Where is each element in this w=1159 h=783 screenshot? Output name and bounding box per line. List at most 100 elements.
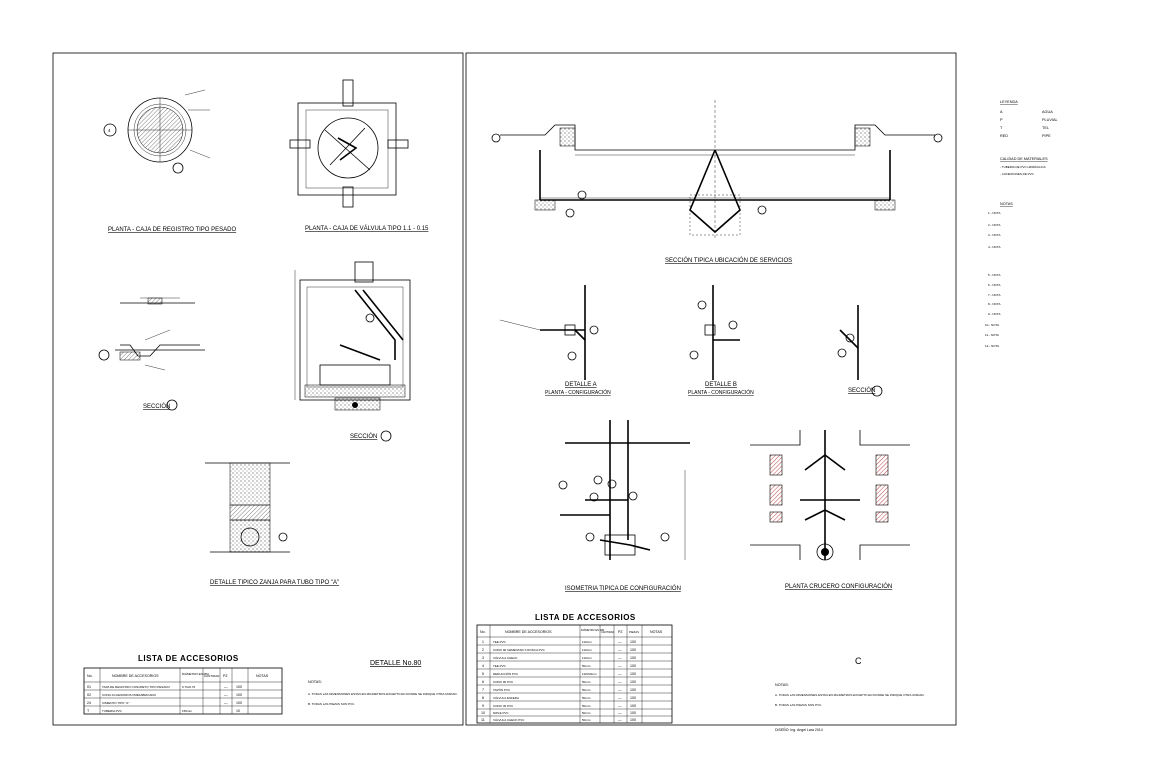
table-row: — [618,664,622,668]
legend-note: 9.- NOTA [988,312,1000,316]
table-row: 150mm [182,709,193,713]
table-row: — [618,672,622,676]
legend-note: 5.- NOTA [988,273,1000,277]
legend-row-value: AGUA [1042,110,1053,114]
detail-label: DETALLE No.80 [370,660,421,667]
right-accessories-table [476,624,673,724]
table-row: 10 [236,709,240,713]
section-a-title: SECCIÓN [350,433,377,440]
table-row: NIPLE PVC [493,711,510,715]
left-table-header: No. [87,674,93,678]
plan-cover-title: PLANTA - CAJA DE REGISTRO TIPO PESADO [108,227,236,233]
left-table-header: NOMBRE DE ACCESORIOS [112,674,159,678]
table-row: — [618,711,622,715]
detail-a-subtitle: PLANTA - CONFIGURACIÓN [545,389,611,396]
detail-b-subtitle: PLANTA - CONFIGURACIÓN [688,389,754,396]
credit-line: DISEÑO: Ing. Angel Lara 2014 [775,727,823,732]
right-accessories-title: LISTA DE ACCESORIOS [535,613,636,622]
right-table-header: NOTAS [650,630,663,634]
table-row: 100 [236,693,242,697]
legend-note: 7.- NOTA [988,293,1000,297]
legend-row-key: RED [1000,134,1008,138]
legend-row-key: P [1000,118,1003,122]
section-a-drawing [294,261,411,442]
table-row: 24 [87,701,91,705]
legend-notes-title: NOTAS [1000,202,1013,206]
table-row: — [618,640,622,644]
table-row: 100 [630,688,636,692]
table-row: CIMIENTO TIPO "A" [102,701,129,705]
table-row: 3 [482,656,484,660]
table-row: CODO 90 PVC [493,680,514,684]
table-row: VÁLVULA CHECK [493,656,517,660]
left-table-header: NOTAS [256,674,269,678]
table-row: 50mm [582,718,591,722]
table-row: 100 [630,680,636,684]
right-table-rows: 1 TEE PVC 110mm — 100 2 CODO 90 CEMENTAR… [481,640,636,722]
detail-a-title: DETALLE A [565,382,597,388]
left-table-header: CANTIDAD [204,674,220,678]
table-row: 110x50mm [582,672,597,676]
table-row: 100 [630,672,636,676]
table-row: 110mm [582,656,592,660]
table-row: — [224,685,228,689]
table-row: — [618,680,622,684]
table-row: CODO 90 CEMENTAR X ROSCA PVC [493,648,546,652]
plan-piping-title: PLANTA CRUCERO CONFIGURACIÓN [785,583,892,590]
table-row: — [618,648,622,652]
table-row: 100 [630,704,636,708]
table-row: VÁLVULA CHECK PVC [493,718,525,722]
left-accessories-title: LISTA DE ACCESORIOS [138,654,239,663]
plan-hydrant-title: PLANTA - CAJA DE VÁLVULA TIPO 1.1 - 0.15 [305,225,429,232]
table-row: 100 [630,696,636,700]
legend-row-value: TEL [1042,126,1049,130]
legend-note: 10.- NOTA [985,323,999,327]
table-row: 0.70x0.70 [182,685,196,689]
table-row: T [87,709,90,713]
materials-item: - TUBERIA DE PVC HIDRÁULICA [1000,165,1046,169]
table-row: CONO ACCESORIOS PREFABRICADO [102,693,157,697]
legend-note: 3.- NOTA [988,233,1000,237]
table-row: 100 [630,711,636,715]
table-row: 50mm [582,664,591,668]
legend-note: 1.- NOTA [988,211,1000,215]
legend-row-key: T [1000,126,1003,130]
table-row: 100 [630,648,636,652]
section-b-title: SECCIÓN [143,403,170,410]
table-row: 110mm [582,640,592,644]
right-table-header: PIEZAS [629,630,639,634]
left-note: B. TODAS LAS PIEZAS SON PVC. [308,702,355,706]
table-row: 10 [481,711,485,715]
right-sheet-border [465,52,957,726]
table-row: 5 [482,672,484,676]
section-services-title: SECCIÓN TIPICA UBICACIÓN DE SERVICIOS [665,257,792,264]
table-row: 50mm [582,680,591,684]
table-row: TUBERIA PVC [102,709,123,713]
detail-b-drawing [689,285,740,380]
legend-note: 2.- NOTA [988,223,1000,227]
table-row: 100 [630,664,636,668]
legend-note: 4.- NOTA [988,245,1000,249]
table-row: 02 [87,693,91,697]
right-sheet-mark: C [855,656,862,666]
table-row: TEE PVC [493,640,507,644]
table-row: 2 [482,648,484,652]
table-row: 1 [482,640,484,644]
right-table-header: PZ [618,630,623,634]
left-table-header: PZ [223,674,228,678]
table-row: CODO 45 PVC [493,704,514,708]
right-note: A. TODAS LAS DIMENSIONES ESTAN EN MILIME… [775,693,925,697]
table-row: — [224,693,228,697]
table-row: 100 [630,718,636,722]
section-c-title: SECCIÓN [848,387,875,394]
detail-b-title: DETALLE B [705,382,737,388]
isometric-drawing [558,420,690,560]
table-row: — [618,688,622,692]
svg-text:4: 4 [108,128,111,133]
right-table-header: No. [480,630,486,634]
table-row: 11 [481,718,485,722]
legend-note: 11.- NOTA [985,333,999,337]
plan-hydrant-drawing [289,79,409,208]
table-row: TAPA DE REGISTRO CONCRETO TIPO PESADO [102,685,170,689]
